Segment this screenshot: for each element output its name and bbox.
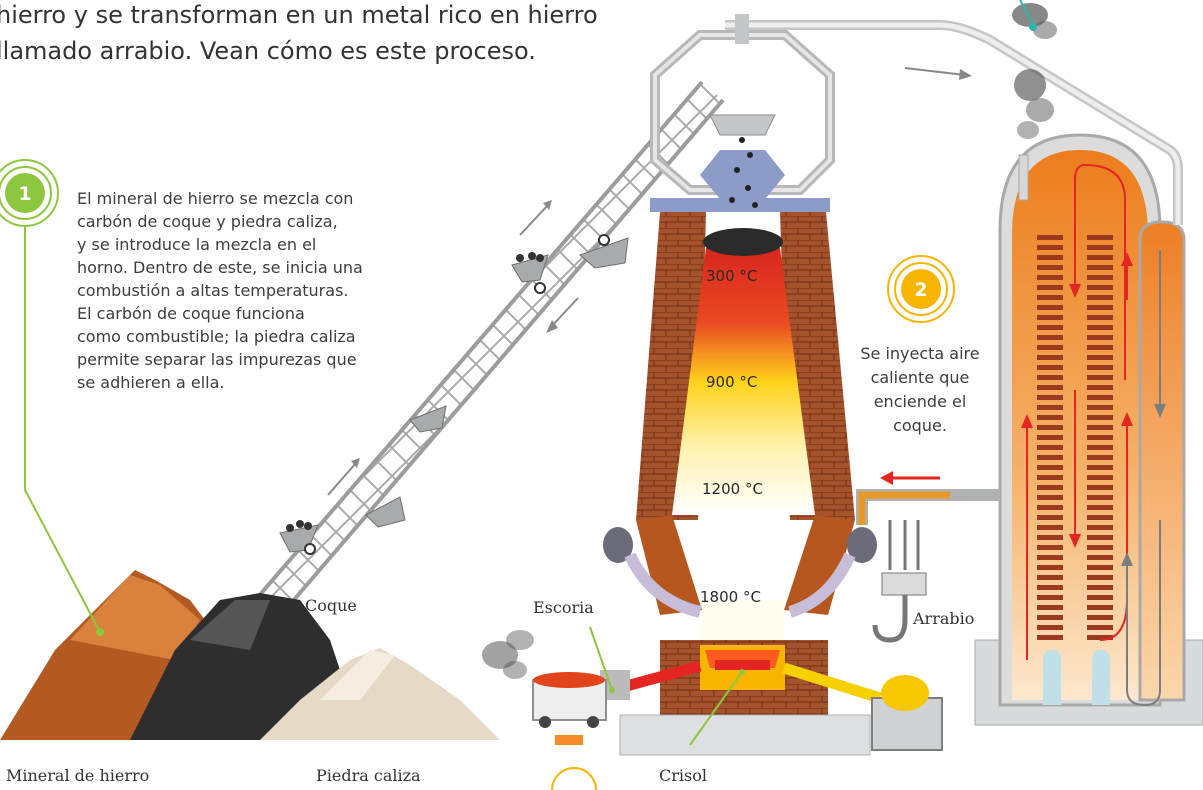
step2-badge: 2 — [887, 255, 955, 323]
step2-description: Se inyecta aire caliente que enciende el co… — [850, 342, 990, 438]
label-crisol: Crisol — [659, 766, 707, 785]
step1-line-2: carbón de coque y piedra caliza, — [77, 212, 338, 231]
label-coque: Coque — [305, 596, 357, 615]
heater-grid-left — [1037, 235, 1063, 640]
step2-line-4: coque. — [893, 416, 947, 435]
step1-number: 1 — [18, 183, 31, 205]
step1-line-1: El mineral de hierro se mezcla con — [77, 189, 354, 208]
step3-badge-partial — [551, 767, 597, 790]
step1-line-3: y se introduce la mezcla en el — [77, 235, 317, 254]
label-mineral: Mineral de hierro — [6, 766, 150, 785]
step1-line-4: horno. Dentro de este, se inicia una — [77, 258, 363, 277]
intro-line-1: hierro y se transforman en un metal rico… — [0, 1, 598, 29]
step1-line-5: combustión a altas temperaturas. — [77, 281, 349, 300]
step2-line-1: Se inyecta aire — [860, 344, 980, 363]
step2-line-2: caliente que — [870, 368, 970, 387]
label-arrabio: Arrabio — [913, 609, 975, 628]
heater-grid-right — [1087, 235, 1113, 640]
blast-furnace — [532, 14, 1000, 756]
temp-900: 900 °C — [706, 373, 758, 391]
temp-1200: 1200 °C — [702, 480, 763, 498]
hot-stove — [974, 133, 1203, 726]
temp-1800: 1800 °C — [700, 588, 761, 606]
skip-hoist-incline — [243, 80, 725, 632]
step1-description: El mineral de hierro se mezcla con carbón… — [77, 187, 363, 394]
step1-badge: 1 — [0, 159, 59, 227]
step1-line-8: permite separar las impurezas que — [77, 350, 357, 369]
step1-line-9: se adhieren a ella. — [77, 373, 225, 392]
step2-line-3: enciende el — [873, 392, 967, 411]
step2-number: 2 — [914, 279, 927, 301]
label-escoria: Escoria — [533, 598, 594, 617]
raw-material-piles — [0, 570, 500, 740]
label-caliza: Piedra caliza — [316, 766, 421, 785]
smoke — [482, 3, 1057, 679]
step1-line-6: El carbón de coque funciona — [77, 304, 305, 323]
intro-line-2: llamado arrabio. Vean cómo es este proce… — [0, 37, 536, 65]
temp-300: 300 °C — [706, 267, 758, 285]
step1-line-7: como combustible; la piedra caliza — [77, 327, 356, 346]
